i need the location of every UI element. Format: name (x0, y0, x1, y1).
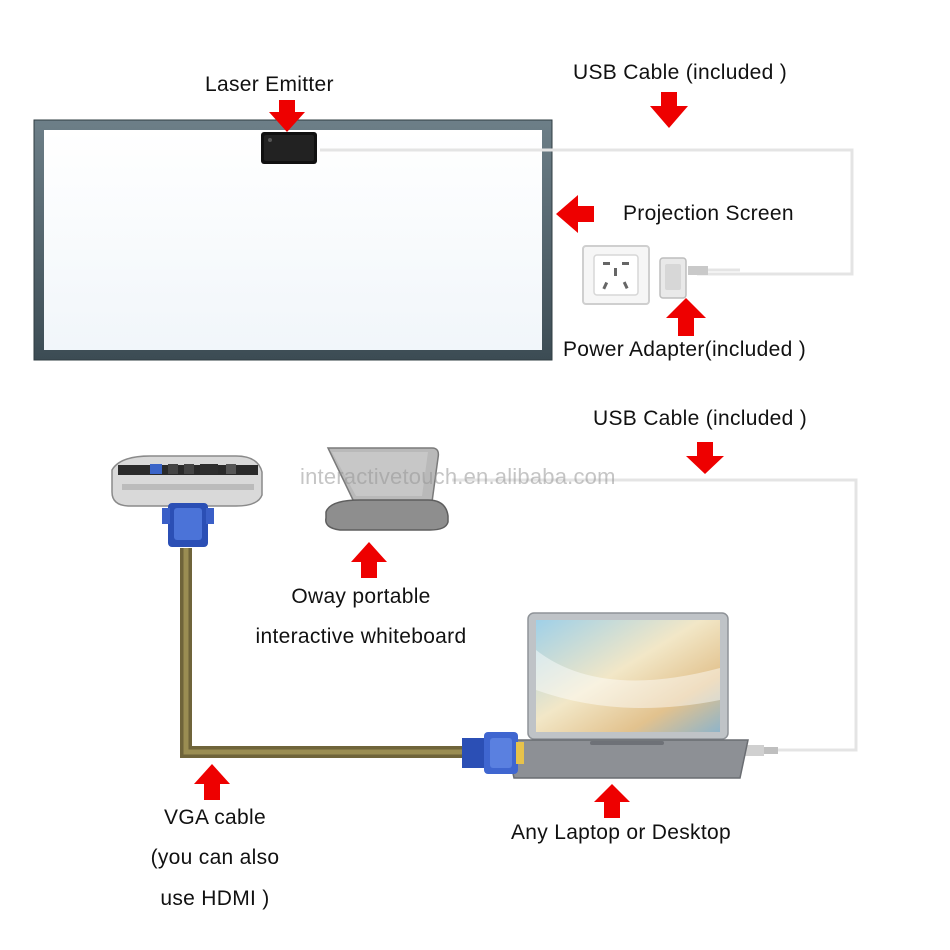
red-arrow-icon (686, 442, 724, 474)
whiteboard-label-line1: Oway portable (291, 585, 431, 608)
red-arrow-icon (666, 298, 706, 336)
red-arrow-icon (269, 100, 305, 132)
laptop-label: Any Laptop or Desktop (511, 821, 731, 844)
usb-plug-icon (740, 745, 778, 756)
usb-cable-bottom-label: USB Cable (included ) (593, 407, 808, 430)
red-arrow-icon (556, 195, 594, 233)
usb-cable-bottom (452, 478, 858, 752)
laser-emitter-label: Laser Emitter (205, 73, 334, 96)
watermark-text: interactivetouch.en.alibaba.com (300, 464, 616, 489)
projector-icon (111, 455, 263, 507)
vga-cable-label-line3: use HDMI ) (160, 887, 270, 910)
vga-connector-icon (162, 503, 214, 547)
usb-cable-top-label: USB Cable (included ) (573, 61, 788, 84)
laser-emitter-icon (261, 132, 317, 164)
red-arrows (194, 92, 724, 818)
red-arrow-icon (650, 92, 688, 128)
power-outlet-icon (582, 245, 650, 305)
whiteboard-label-line2: interactive whiteboard (255, 625, 467, 648)
red-arrow-icon (351, 542, 387, 578)
usb-cable-top (320, 148, 854, 276)
vga-cable-label-line2: (you can also (150, 846, 280, 869)
laptop-icon (505, 612, 749, 779)
projection-screen-label: Projection Screen (623, 202, 794, 225)
vga-cable-label-line1: VGA cable (164, 806, 266, 829)
vga-cable (180, 548, 462, 758)
red-arrow-icon (194, 764, 230, 800)
red-arrow-icon (594, 784, 630, 818)
vga-connector-icon (462, 732, 524, 774)
portable-whiteboard-icon (325, 447, 449, 531)
usb-plug-icon (688, 266, 708, 275)
power-adapter-label: Power Adapter(included ) (563, 338, 806, 361)
power-adapter-icon (659, 257, 687, 299)
